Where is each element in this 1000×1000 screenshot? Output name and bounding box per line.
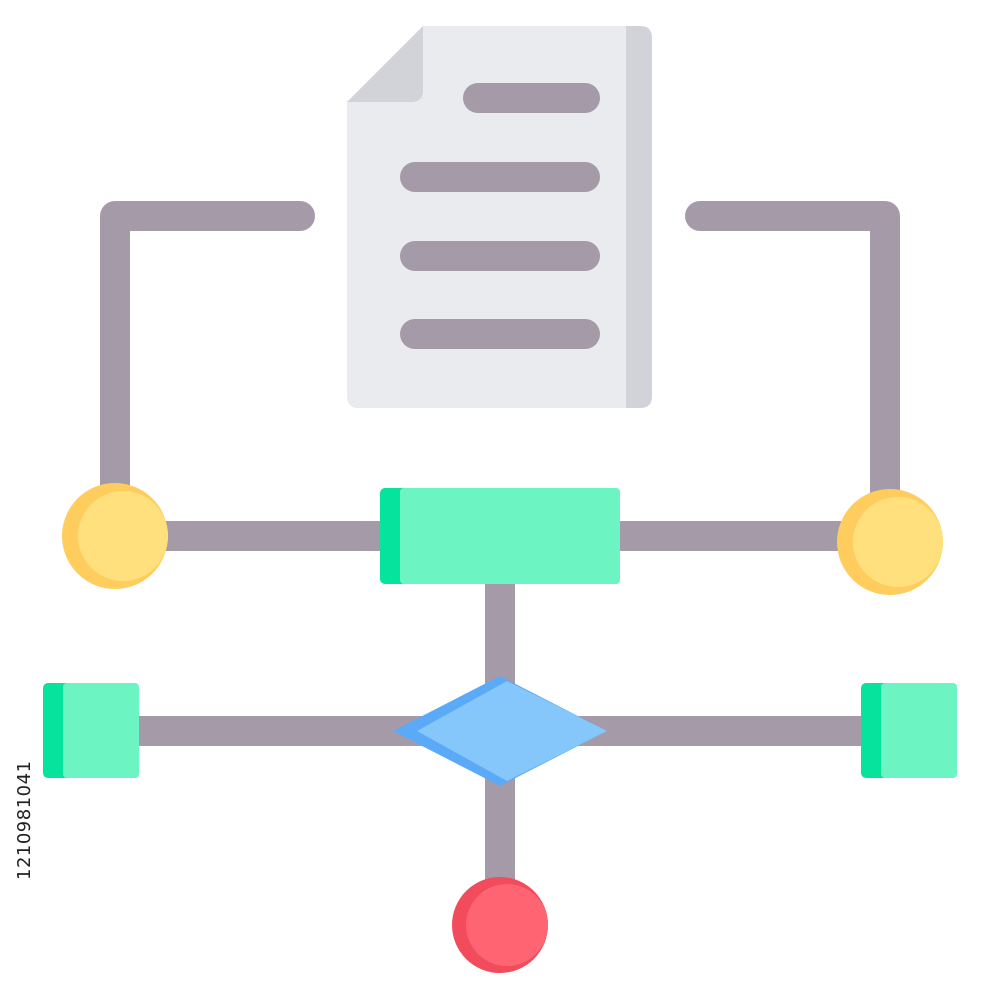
- connector-right-bracket: [685, 201, 900, 515]
- document-icon: [347, 26, 652, 408]
- process-box-center: [380, 488, 620, 584]
- decision-diamond: [393, 676, 607, 786]
- document-folded-corner: [347, 26, 423, 102]
- connector-left-bracket: [100, 201, 315, 515]
- stock-id-text: 1210981041: [14, 760, 35, 880]
- right-terminal-node: [837, 489, 943, 595]
- process-box-right: [861, 683, 957, 778]
- end-node: [452, 877, 548, 973]
- document-paper: [347, 26, 652, 408]
- left-terminal-node: [62, 483, 168, 589]
- document-right-shadow: [626, 26, 652, 408]
- document-text-lines: [400, 83, 600, 349]
- process-box-left: [43, 683, 139, 778]
